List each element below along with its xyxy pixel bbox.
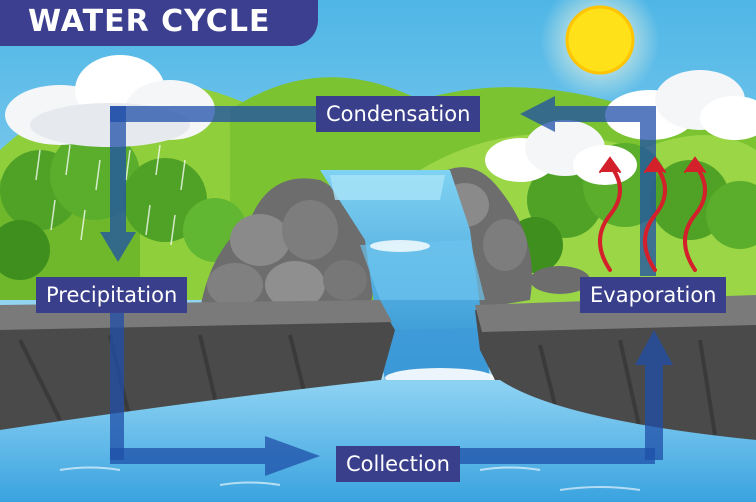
collection-label: Collection (336, 446, 460, 482)
precipitation-label: Precipitation (36, 277, 188, 313)
sun (540, 0, 660, 100)
precipitation-arrow (100, 106, 136, 262)
river (0, 380, 756, 502)
evaporation-arrow (635, 330, 673, 460)
waterfall (320, 170, 495, 388)
evaporation-label: Evaporation (580, 277, 727, 313)
title-banner: WATER CYCLE (0, 0, 318, 46)
collection-arrow (110, 436, 320, 476)
page-title: WATER CYCLE (28, 4, 271, 39)
top-left-arrow-segment (110, 106, 316, 122)
river-ripples (59, 466, 641, 491)
bottom-right-segment (455, 448, 655, 464)
condensation-arrow (520, 96, 640, 132)
evaporation-squiggles (598, 156, 707, 272)
condensation-label: Condensation (316, 96, 481, 132)
cloud-right-mid (485, 120, 637, 185)
left-down-segment (110, 310, 124, 460)
